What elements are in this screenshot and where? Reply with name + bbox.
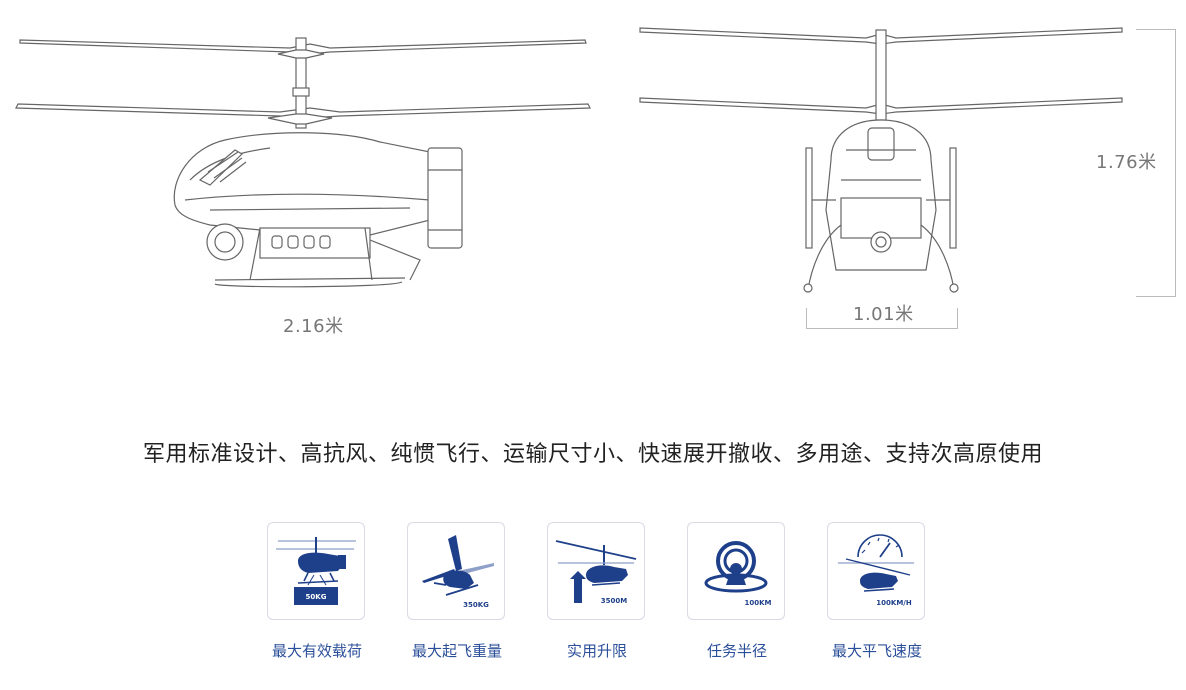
ceiling-helicopter-icon: 3500M (555, 540, 637, 605)
takeoff-weight-helicopter-icon: 350KG (422, 535, 494, 609)
width-dimension-label: 1.01米 (853, 304, 914, 325)
length-dimension-label: 2.16米 (283, 316, 344, 337)
payload-value: 50KG (306, 593, 327, 601)
ceiling-value: 3500M (601, 597, 627, 605)
height-dimension-bracket (1136, 29, 1176, 297)
speed-gauge-helicopter-icon: 100KM/H (838, 534, 914, 607)
spec-label-takeoff-weight: 最大起飞重量 (411, 642, 502, 660)
width-dimension-bracket (806, 308, 958, 329)
spec-card-mission-radius: 100KM (687, 522, 785, 620)
helicopter-front-view-drawing (639, 27, 1123, 293)
takeoff-weight-value: 350KG (463, 601, 489, 609)
max-speed-value: 100KM/H (876, 599, 912, 607)
mission-radius-value: 100KM (744, 599, 771, 607)
spec-card-takeoff-weight: 350KG (407, 522, 505, 620)
payload-helicopter-icon: 50KG (276, 537, 356, 605)
helicopter-side-view-drawing (15, 37, 591, 288)
spec-label-payload: 最大有效载荷 (271, 642, 362, 660)
spec-card-ceiling: 3500M (547, 522, 645, 620)
spec-label-max-speed: 最大平飞速度 (831, 642, 922, 660)
spec-label-ceiling: 实用升限 (566, 642, 627, 660)
height-dimension-label: 1.76米 (1096, 152, 1157, 173)
spec-label-mission-radius: 任务半径 (706, 642, 767, 660)
radius-target-icon: 100KM (704, 541, 772, 607)
spec-card-max-speed: 100KM/H (827, 522, 925, 620)
spec-card-payload: 50KG (267, 522, 365, 620)
feature-tagline: 军用标准设计、高抗风、纯惯飞行、运输尺寸小、快速展开撤收、多用途、支持次高原使用 (142, 442, 1043, 467)
